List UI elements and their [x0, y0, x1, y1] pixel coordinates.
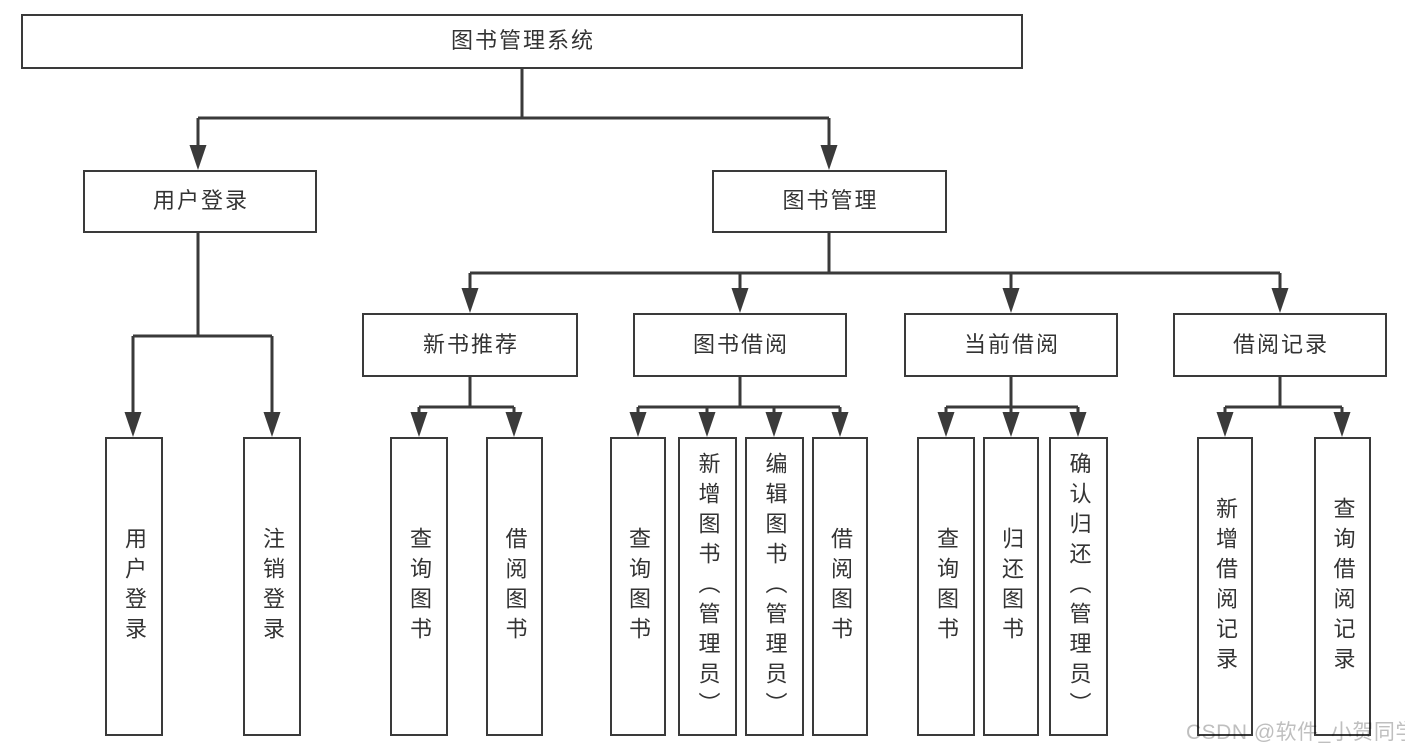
node-label: 图书借阅 [692, 331, 789, 357]
leaf-query-borrow-record: 查询借阅记录 [1314, 437, 1371, 736]
node-borrowing-records: 借阅记录 [1173, 313, 1387, 377]
leaf-query-books-2: 查询图书 [610, 437, 666, 736]
node-label: 当前借阅 [963, 331, 1060, 357]
node-label: 借阅图书 [502, 526, 528, 647]
leaf-query-books-1: 查询图书 [390, 437, 448, 736]
node-label: 图书管理 [782, 188, 879, 214]
node-new-book-recommend: 新书推荐 [362, 313, 578, 377]
node-label: 借阅图书 [828, 526, 853, 647]
leaf-query-books-3: 查询图书 [917, 437, 975, 736]
node-label: 新增借阅记录 [1213, 496, 1238, 677]
node-label: 归还图书 [999, 526, 1024, 647]
leaf-logout-login: 注销登录 [243, 437, 301, 736]
node-user-login: 用户登录 [83, 170, 317, 233]
node-label: 借阅记录 [1232, 331, 1329, 357]
csdn-watermark: CSDN @软件_小贺同学 [1186, 721, 1405, 744]
node-book-borrowing: 图书借阅 [633, 313, 847, 377]
leaf-borrow-books-1: 借阅图书 [486, 437, 543, 736]
node-label: 确认归还（管理员） [1066, 451, 1092, 722]
leaf-add-books-admin: 新增图书（管理员） [678, 437, 737, 736]
node-label: 编辑图书（管理员） [762, 451, 788, 722]
leaf-confirm-return-admin: 确认归还（管理员） [1049, 437, 1108, 736]
node-label: 查询图书 [626, 526, 651, 647]
leaf-user-login: 用户登录 [105, 437, 163, 736]
arrowheads [124, 145, 1351, 437]
leaf-borrow-books-2: 借阅图书 [812, 437, 868, 736]
node-label: 查询图书 [934, 526, 959, 647]
leaf-edit-books-admin: 编辑图书（管理员） [745, 437, 804, 736]
node-label: 用户登录 [122, 526, 147, 647]
leaf-return-books: 归还图书 [983, 437, 1039, 736]
node-label: 新增图书（管理员） [695, 451, 721, 722]
node-label: 查询图书 [407, 526, 432, 647]
leaf-add-borrow-record: 新增借阅记录 [1197, 437, 1253, 736]
node-label: 用户登录 [152, 188, 249, 214]
node-library-system: 图书管理系统 [21, 14, 1023, 69]
node-book-management: 图书管理 [712, 170, 947, 233]
node-label: 查询借阅记录 [1330, 496, 1356, 677]
node-current-borrowing: 当前借阅 [904, 313, 1118, 377]
node-label: 注销登录 [260, 526, 285, 647]
node-label: 新书推荐 [422, 331, 519, 357]
node-label: 图书管理系统 [450, 28, 595, 54]
